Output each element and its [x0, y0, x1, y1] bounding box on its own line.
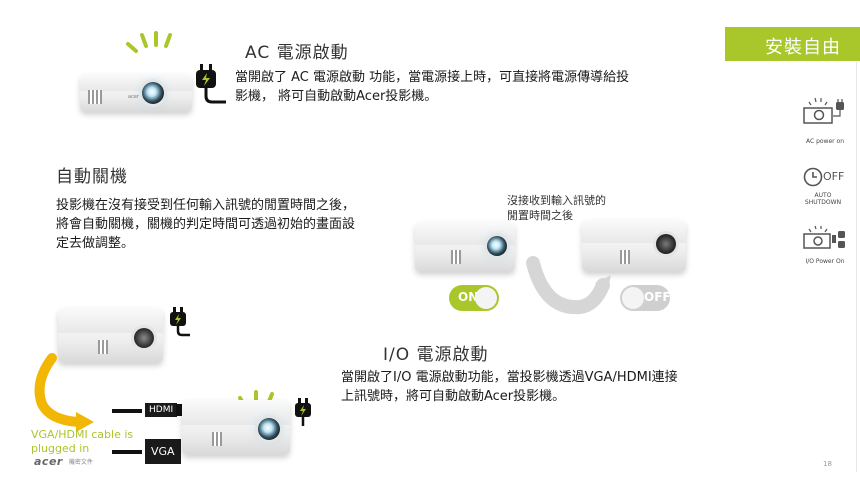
auto-description-line: 將會自動關機，關機的判定時間可透過初始的畫面設 — [56, 217, 356, 232]
projector-unplugged-image — [58, 308, 163, 363]
confidential-label: 機密文件 — [68, 459, 93, 466]
brand-logo: acer — [128, 94, 139, 100]
projector-image: acer — [80, 74, 192, 112]
footer-brand: acer 機密文件 — [34, 455, 93, 468]
hdmi-cable — [112, 409, 142, 413]
cable-caption: VGA/HDMI cable is plugged in — [31, 428, 133, 456]
auto-shutdown-label-line: SHUTDOWN — [804, 199, 842, 206]
vga-tag: VGA — [144, 438, 182, 465]
power-plug-icon — [196, 64, 226, 104]
auto-description-line: 定去做調整。 — [56, 236, 135, 251]
cable-caption-line: plugged in — [31, 442, 90, 455]
sidebar-ac-feature: AC power on — [785, 96, 860, 151]
acer-logo: acer — [34, 455, 63, 468]
projector-io-on-image — [182, 400, 290, 455]
off-icon-text: OFF — [823, 170, 845, 183]
ac-power-on-label: AC power on — [805, 138, 845, 145]
io-power-plug-icon — [295, 398, 311, 426]
auto-title: 自動關機 — [56, 167, 128, 187]
plug-in-arrow-icon — [34, 353, 94, 432]
section-badge-label: 安裝自由 — [765, 37, 841, 58]
auto-shutdown-label-line: AUTO — [814, 192, 832, 199]
transition-arrow-icon — [526, 256, 611, 315]
io-plug-icon — [170, 307, 190, 337]
auto-description-line: 投影機在沒有接受到任何輸入訊號的閒置時間之後， — [56, 198, 356, 213]
idle-caption-line: 閒置時間之後 — [507, 209, 573, 222]
io-description: 當開啟了I/O 電源啟動功能，當投影機透過VGA/HDMI連接 上訊號時，將可自… — [341, 368, 761, 406]
projector-off-image — [582, 220, 686, 272]
off-toggle: OFF — [620, 285, 671, 311]
sidebar-io-feature: I/O Power On — [785, 225, 860, 270]
auto-description: 投影機在沒有接受到任何輸入訊號的閒置時間之後， 將會自動關機，關機的判定時間可透… — [56, 196, 396, 253]
hdmi-connector — [176, 404, 186, 416]
off-toggle-label: OFF — [644, 290, 671, 304]
io-description-line: 上訊號時，將可自動啟動Acer投影機。 — [341, 389, 566, 404]
vga-cable — [112, 450, 142, 454]
ac-section: acer AC 電源啟動 當開啟了 AC 電源啟動 功能，當電源接上時，可直接將… — [80, 30, 700, 115]
sidebar-divider — [856, 62, 857, 472]
io-power-on-icon — [803, 225, 845, 249]
ac-description: 當開啟了 AC 電源啟動 功能，當電源接上時，可直接將電源傳導給投 影機， 將可… — [235, 68, 705, 106]
on-toggle-label: ON — [458, 290, 479, 304]
ac-power-on-icon — [803, 97, 844, 124]
ac-title: AC 電源啟動 — [245, 43, 349, 63]
sidebar-auto-feature: OFF AUTO SHUTDOWN — [785, 165, 860, 210]
section-badge: 安裝自由 — [725, 27, 860, 61]
cable-caption-line: VGA/HDMI cable is — [31, 428, 134, 441]
hdmi-tag: HDMI — [144, 402, 179, 418]
io-power-on-label: I/O Power On — [805, 258, 845, 265]
io-title: I/O 電源啟動 — [383, 345, 489, 365]
ac-description-line: 影機， 將可自動啟動Acer投影機。 — [235, 89, 438, 104]
ac-description-line: 當開啟了 AC 電源啟動 功能，當電源接上時，可直接將電源傳導給投 — [235, 70, 630, 85]
clock-icon — [803, 167, 823, 187]
light-rays-icon — [126, 31, 172, 53]
auto-shutdown-label: AUTO SHUTDOWN — [788, 192, 858, 206]
idle-caption-line: 沒接收到輸入訊號的 — [507, 194, 606, 207]
on-toggle: ON — [449, 285, 499, 311]
projector-on-image — [415, 222, 515, 272]
page-number: 18 — [823, 460, 832, 468]
io-description-line: 當開啟了I/O 電源啟動功能，當投影機透過VGA/HDMI連接 — [341, 370, 678, 385]
idle-caption: 沒接收到輸入訊號的 閒置時間之後 — [507, 193, 606, 223]
